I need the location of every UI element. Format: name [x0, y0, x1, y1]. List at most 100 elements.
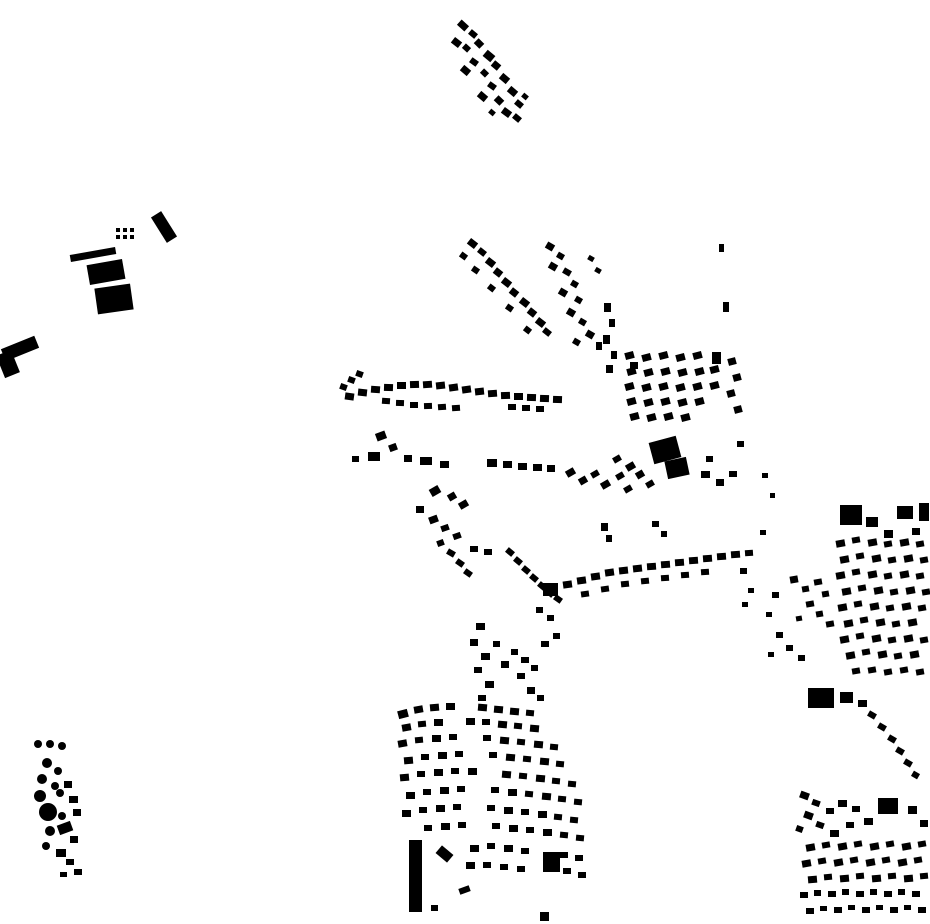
building-footprint [624, 461, 637, 472]
building-footprint [69, 796, 78, 803]
building-footprint [820, 906, 827, 911]
building-footprint [560, 852, 568, 858]
building-footprint [921, 588, 930, 596]
building-footprint [674, 558, 685, 567]
building-footprint [878, 798, 898, 814]
building-footprint [907, 618, 918, 627]
building-footprint [646, 412, 657, 423]
building-footprint [883, 572, 893, 580]
building-footprint [522, 405, 530, 411]
building-footprint [344, 392, 355, 401]
building-footprint [551, 777, 561, 785]
building-footprint [766, 612, 772, 617]
building-footprint [835, 539, 846, 548]
building-footprint [435, 845, 454, 863]
building-footprint [513, 722, 523, 730]
building-footprint [436, 538, 445, 548]
building-footprint [513, 556, 523, 566]
building-footprint [885, 604, 895, 612]
building-footprint [562, 267, 572, 277]
building-footprint [839, 555, 850, 564]
building-footprint [658, 381, 669, 392]
building-footprint [468, 29, 478, 39]
building-footprint [533, 740, 544, 749]
building-footprint [514, 99, 524, 109]
building-footprint [374, 430, 388, 442]
building-footprint [69, 247, 117, 262]
building-footprint [451, 404, 461, 412]
building-footprint [555, 251, 566, 261]
building-footprint [660, 396, 671, 407]
building-footprint [624, 350, 635, 361]
building-footprint [487, 81, 497, 91]
building-footprint [870, 889, 877, 895]
cluster-central-north-street [458, 237, 638, 373]
building-footprint [664, 456, 690, 480]
building-footprint [817, 857, 827, 865]
building-footprint [813, 578, 823, 586]
cluster-southeast-village [795, 790, 929, 914]
building-footprint [658, 350, 669, 361]
building-footprint [541, 641, 549, 647]
building-footprint [839, 874, 850, 883]
building-footprint [388, 442, 398, 453]
building-footprint [540, 912, 549, 921]
building-footprint [867, 666, 877, 674]
building-footprint [920, 820, 928, 827]
building-footprint [383, 383, 394, 392]
building-footprint [517, 866, 525, 872]
building-footprint [60, 872, 67, 877]
building-footprint [903, 758, 913, 768]
building-footprint [612, 454, 622, 464]
building-footprint [864, 818, 873, 825]
building-footprint [569, 816, 579, 824]
circular-structure [34, 740, 42, 748]
building-footprint [912, 528, 920, 535]
building-footprint [555, 760, 565, 768]
building-footprint [838, 800, 847, 807]
building-footprint [851, 536, 861, 544]
building-footprint [885, 840, 895, 848]
building-footprint [624, 381, 635, 392]
building-footprint [677, 397, 688, 408]
building-footprint [521, 809, 529, 815]
building-footprint [469, 57, 479, 67]
building-footprint [660, 366, 671, 377]
building-footprint [661, 531, 667, 537]
building-footprint [692, 350, 703, 361]
building-footprint [541, 792, 552, 801]
building-footprint [729, 471, 737, 477]
building-footprint [73, 809, 81, 816]
building-footprint [461, 385, 472, 394]
building-footprint [434, 769, 443, 776]
building-footprint [660, 574, 670, 582]
building-footprint [536, 607, 543, 613]
building-footprint [901, 602, 912, 611]
building-footprint [815, 820, 825, 830]
building-footprint [861, 648, 871, 656]
building-footprint [873, 586, 884, 595]
building-footprint [867, 710, 877, 720]
building-footprint [536, 406, 544, 412]
building-footprint [524, 790, 534, 798]
building-footprint [871, 874, 882, 883]
building-footprint [553, 594, 563, 604]
building-footprint [434, 719, 443, 726]
building-footprint [506, 85, 519, 98]
circular-structure [56, 789, 64, 797]
building-footprint [580, 590, 590, 598]
building-footprint [915, 572, 925, 580]
building-footprint [799, 790, 810, 801]
building-footprint [869, 602, 880, 611]
building-footprint [895, 746, 905, 756]
building-footprint [843, 619, 854, 628]
building-footprint [547, 615, 554, 621]
building-footprint [606, 535, 612, 542]
cluster-east-village [766, 503, 930, 780]
building-footprint [504, 303, 515, 313]
building-footprint [448, 383, 459, 392]
building-footprint [837, 603, 848, 612]
building-footprint [909, 650, 920, 659]
building-footprint [423, 402, 433, 410]
building-footprint [500, 107, 513, 118]
